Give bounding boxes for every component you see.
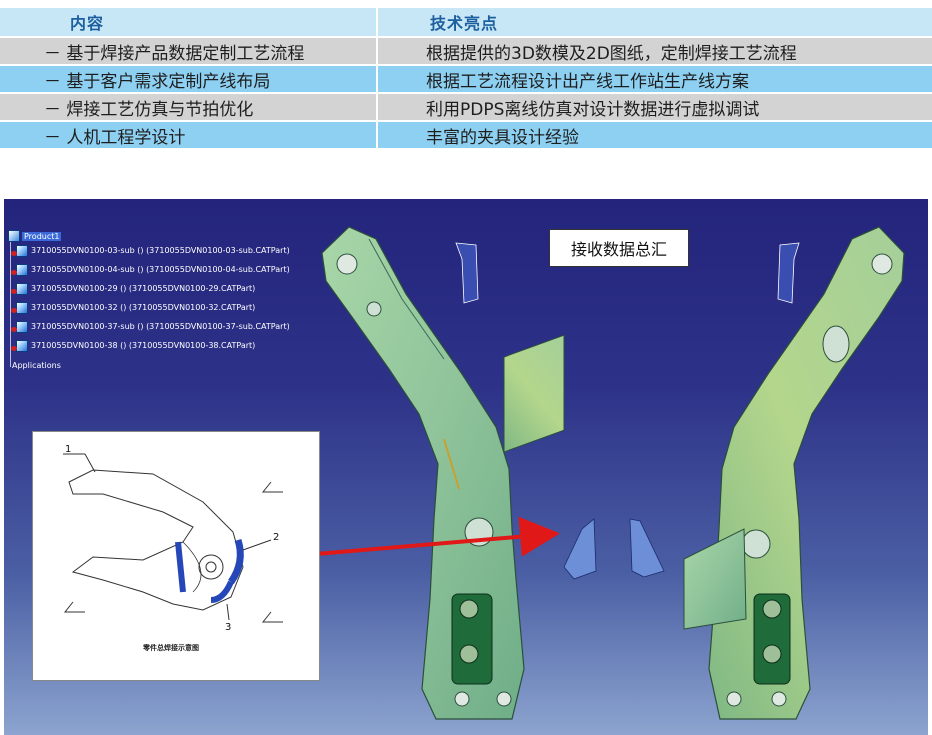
row-content: － 基于客户需求定制产线布局 xyxy=(0,66,378,92)
row-content: － 焊接工艺仿真与节拍优化 xyxy=(0,94,378,120)
part-icon xyxy=(11,263,28,276)
drawing-inset: 1 2 3 零件总焊接示意图 xyxy=(32,431,320,681)
part-icon xyxy=(11,282,28,295)
cad-viewport[interactable]: Product1 3710055DVN0100-03-sub () (37100… xyxy=(4,199,928,735)
tree-item[interactable]: 3710055DVN0100-38 () (3710055DVN0100-38.… xyxy=(4,336,290,355)
spec-tree: 3710055DVN0100-03-sub () (3710055DVN0100… xyxy=(4,241,290,355)
row-highlight: 根据工艺流程设计出产线工作站生产线方案 xyxy=(426,71,749,92)
callout-1: 1 xyxy=(65,444,72,455)
tree-root[interactable]: Product1 xyxy=(4,230,62,242)
tree-item[interactable]: 3710055DVN0100-03-sub () (3710055DVN0100… xyxy=(4,241,290,260)
right-arm-part xyxy=(683,226,905,720)
tree-item[interactable]: 3710055DVN0100-29 () (3710055DVN0100-29.… xyxy=(4,279,290,298)
part-icon xyxy=(11,339,28,352)
row-highlight: 利用PDPS离线仿真对设计数据进行虚拟调试 xyxy=(426,99,760,120)
part-icon xyxy=(11,301,28,314)
top-right-bracket xyxy=(777,242,800,304)
tree-applications[interactable]: Applications xyxy=(12,361,61,370)
table-header-row: 内容 技术亮点 xyxy=(0,8,932,38)
table-row: － 基于客户需求定制产线布局 根据工艺流程设计出产线工作站生产线方案 xyxy=(0,66,932,94)
data-summary-label: 接收数据总汇 xyxy=(549,229,689,267)
row-content: － 人机工程学设计 xyxy=(0,122,378,148)
table-row: － 人机工程学设计 丰富的夹具设计经验 xyxy=(0,122,932,150)
left-arm-part xyxy=(321,226,565,720)
weld-drawing xyxy=(63,453,283,623)
callout-3: 3 xyxy=(225,622,232,633)
header-content: 内容 xyxy=(0,8,378,36)
row-highlight: 根据提供的3D数模及2D图纸，定制焊接工艺流程 xyxy=(426,43,797,64)
tree-item[interactable]: 3710055DVN0100-32 () (3710055DVN0100-32.… xyxy=(4,298,290,317)
row-content: － 基于焊接产品数据定制工艺流程 xyxy=(0,38,378,64)
top-left-bracket xyxy=(455,242,479,304)
center-right-bracket xyxy=(629,518,665,578)
tree-item[interactable]: 3710055DVN0100-37-sub () (3710055DVN0100… xyxy=(4,317,290,336)
callout-2: 2 xyxy=(273,532,280,543)
part-icon xyxy=(11,244,28,257)
product-icon xyxy=(8,230,20,242)
tree-root-label: Product1 xyxy=(22,231,62,241)
drawing-caption: 零件总焊接示意图 xyxy=(143,644,199,652)
tree-item[interactable]: 3710055DVN0100-04-sub () (3710055DVN0100… xyxy=(4,260,290,279)
red-arrow xyxy=(315,516,560,557)
center-left-bracket xyxy=(563,518,597,580)
header-highlights: 技术亮点 xyxy=(430,14,499,33)
feature-table: 内容 技术亮点 － 基于焊接产品数据定制工艺流程 根据提供的3D数模及2D图纸，… xyxy=(0,8,932,150)
part-icon xyxy=(11,320,28,333)
table-row: － 基于焊接产品数据定制工艺流程 根据提供的3D数模及2D图纸，定制焊接工艺流程 xyxy=(0,38,932,66)
part-scene xyxy=(315,226,905,720)
row-highlight: 丰富的夹具设计经验 xyxy=(426,127,579,148)
table-row: － 焊接工艺仿真与节拍优化 利用PDPS离线仿真对设计数据进行虚拟调试 xyxy=(0,94,932,122)
tree-connector xyxy=(10,239,11,367)
